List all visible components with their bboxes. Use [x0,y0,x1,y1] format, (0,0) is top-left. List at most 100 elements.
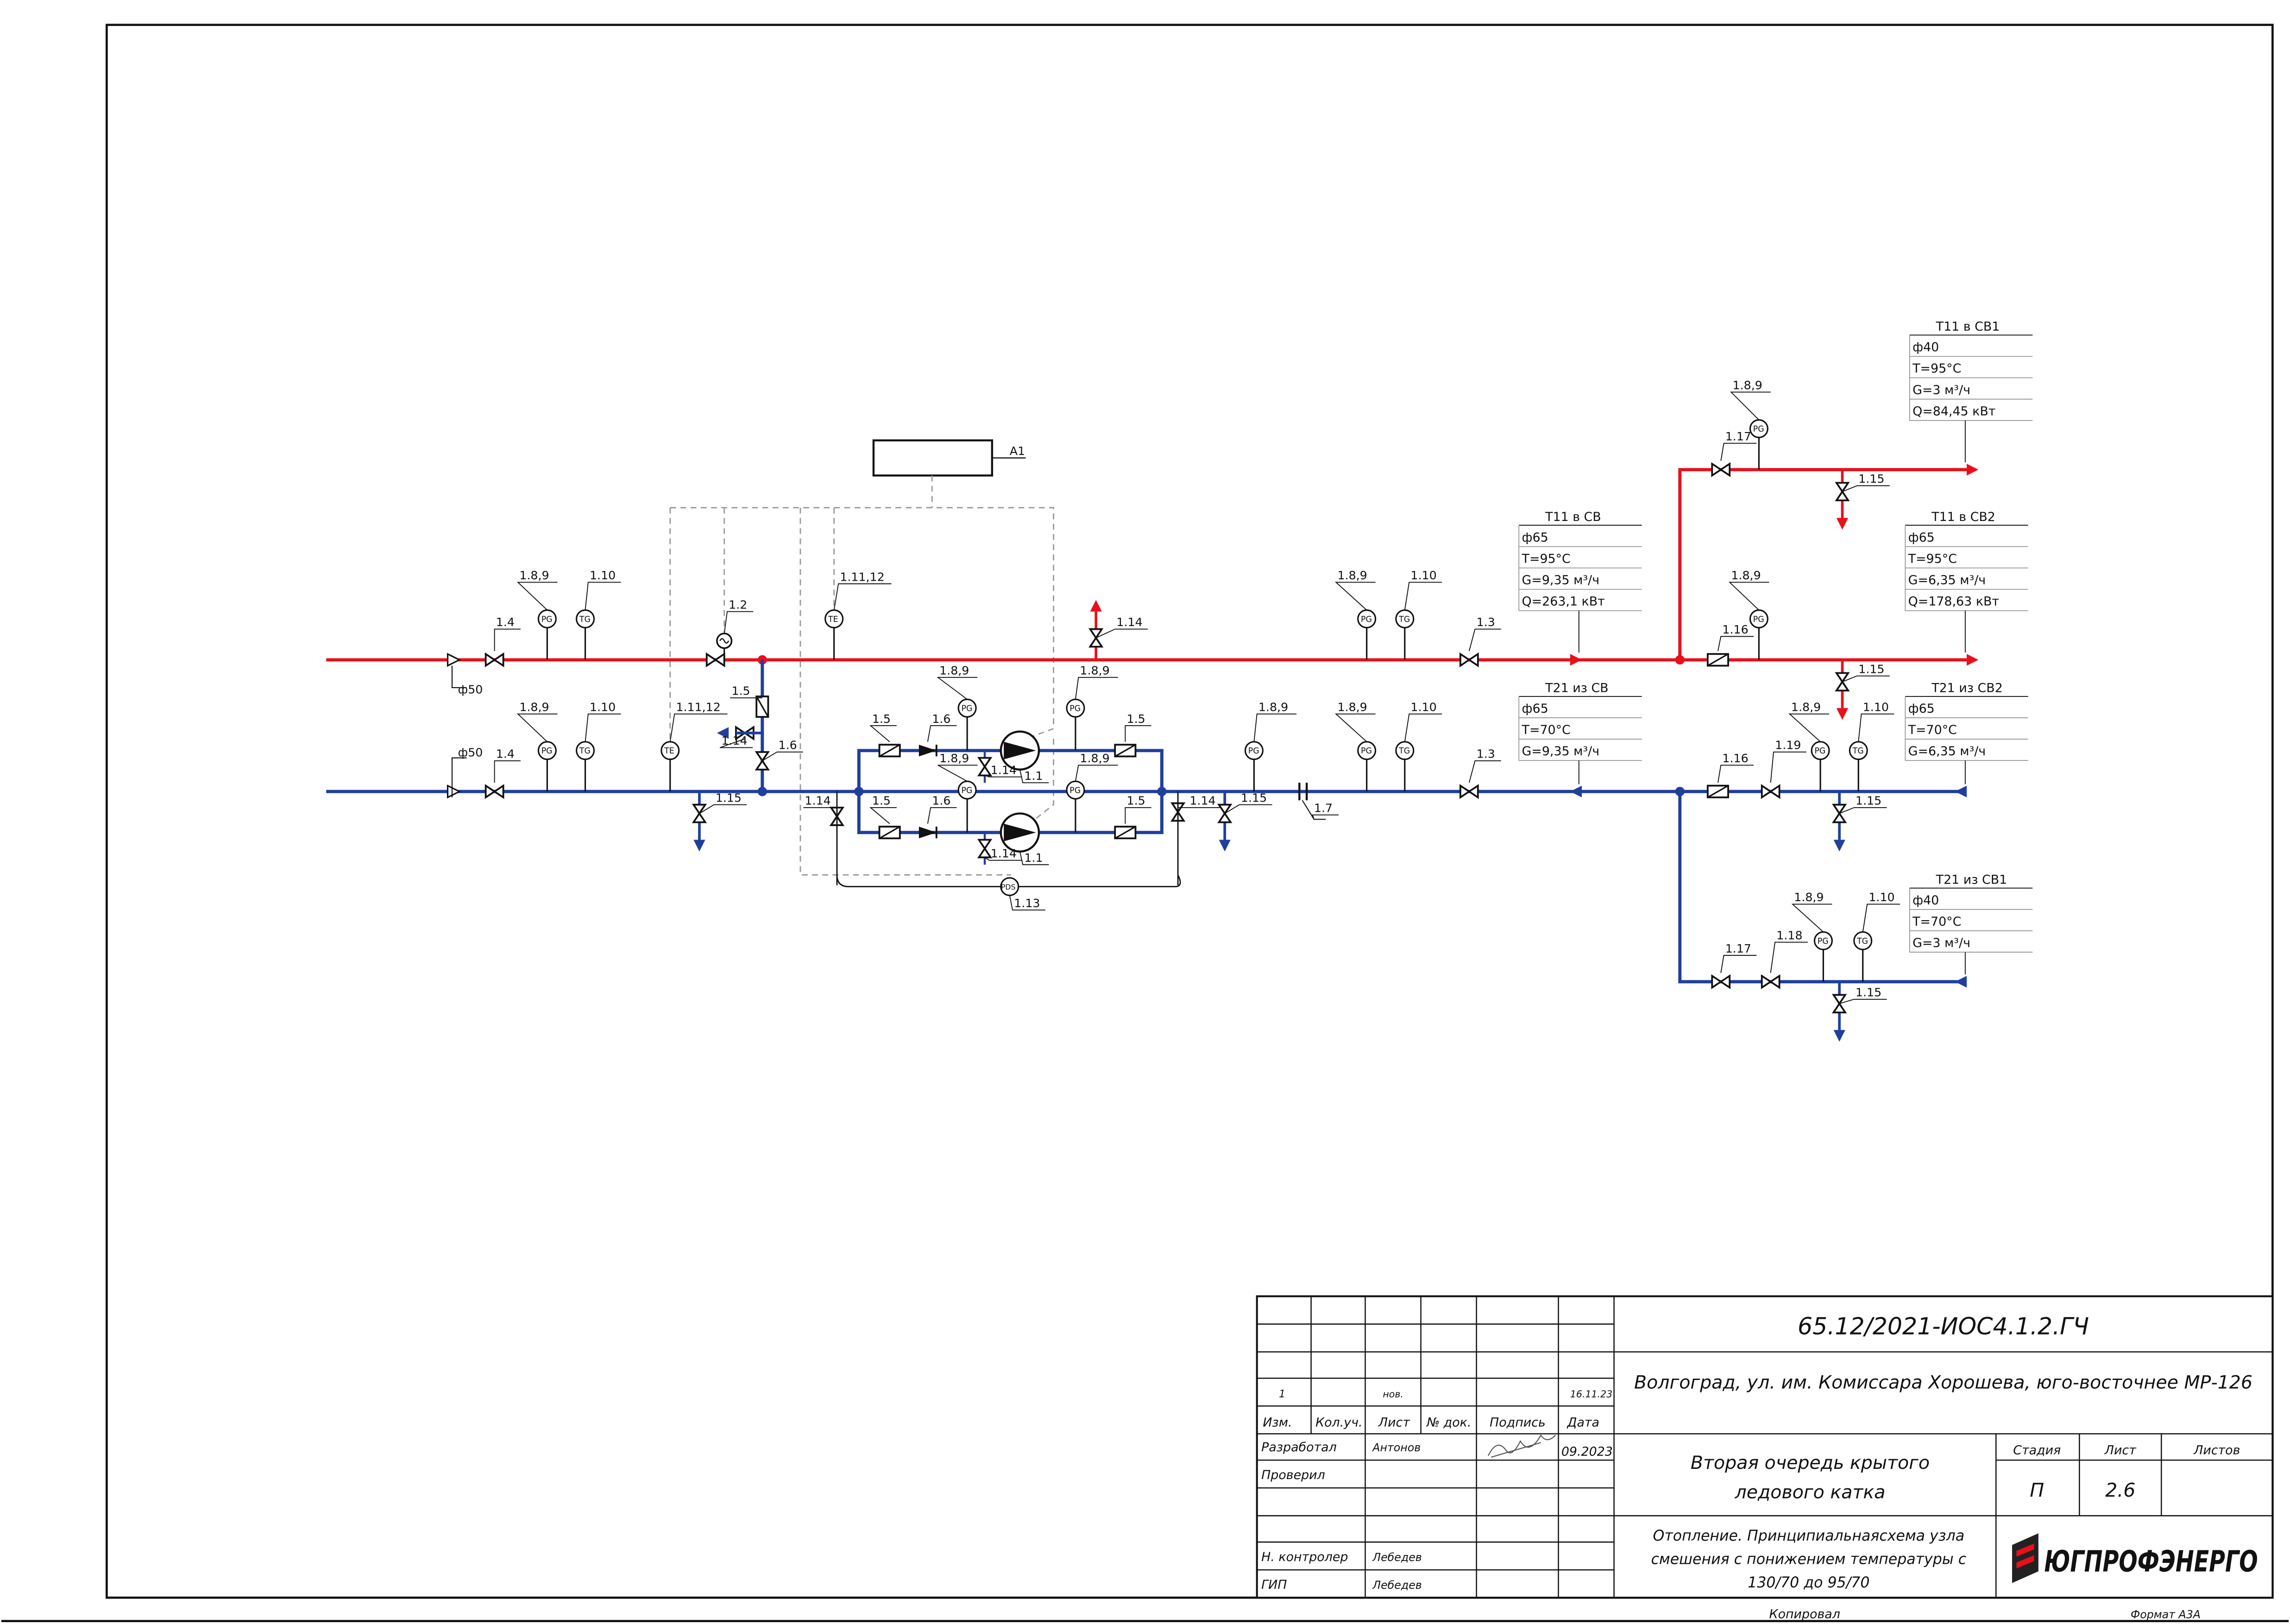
parameter-table-row: ф65 [1908,702,1935,716]
name-gip: Лебедев [1372,1579,1422,1592]
position-label: 1.10 [1410,569,1436,582]
sheet-frame [105,24,2274,1599]
pg-gauge: PG [957,698,977,751]
position-label: 1.15 [1856,794,1881,808]
position-label: 1.3 [1477,747,1495,761]
sheets-label: Листов [2193,1443,2240,1458]
position-label: 1.11,12 [676,700,720,714]
doc-code: 65.12/2021-ИОС4.1.2.ГЧ [1798,1312,2089,1340]
drain-valves [692,470,1850,1042]
supply-inlet-dn: ф50 [458,683,483,696]
svg-text:TE: TE [664,746,674,756]
parameter-table-row: T=70°C [1908,723,1957,737]
address-line-1: Волгоград, ул. им. Комиссара Хорошева, ю… [1634,1372,2252,1393]
parameter-table-title: T21 из СВ2 [1931,681,2003,695]
position-label: 1.17 [1725,430,1751,443]
te-sensor: TE [824,609,844,660]
svg-text:TG: TG [1398,746,1410,756]
header-doc: № док. [1426,1415,1471,1430]
position-label: 1.14 [1116,615,1142,629]
supply-pipe [326,468,1967,662]
pg-gauge: PG [1813,931,1833,982]
position-label: 1.8,9 [1733,378,1762,392]
parameter-table-row: ф65 [1522,530,1548,545]
svg-text:PG: PG [1248,746,1259,756]
position-label: 1.4 [496,747,515,761]
position-label: 1.8,9 [519,569,549,582]
controller-a1-label: A1 [1010,445,1025,458]
pg-gauge: PG [1749,419,1768,470]
return-inlet-dn: ф50 [458,746,483,759]
position-label: 1.7 [1314,802,1333,815]
te-sensor: TE [661,741,680,792]
position-label: 1.18 [1776,928,1802,942]
parameter-table-row: G=9,35 м³/ч [1522,573,1600,588]
parameter-table-row: ф40 [1913,893,1939,908]
position-label: 1.15 [1858,472,1884,486]
parameter-table-row: T=95°C [1912,362,1961,376]
svg-text:PG: PG [1361,615,1372,624]
pg-gauge: PG [537,609,557,660]
position-label: 1.1 [1024,769,1043,783]
svg-text:PDS: PDS [1001,883,1016,891]
position-label: 1.8,9 [1337,700,1367,714]
parameter-table-row: Q=84,45 кВт [1913,404,1995,419]
parameter-table-row: Q=178,63 кВт [1908,595,1999,609]
return-pipe [326,659,1967,984]
sheet-label: Лист [2104,1443,2137,1458]
revision-izm: 1 [1279,1388,1285,1400]
pg-gauge: PG [1066,780,1085,833]
role-developer: Разработал [1261,1440,1337,1455]
position-label: 1.14 [991,763,1017,777]
parameter-table-title: T21 из СВ1 [1936,872,2007,887]
position-label: 1.5 [731,684,750,698]
parameter-table-row: G=3 м³/ч [1913,936,1970,950]
header-sign: Подпись [1490,1415,1546,1430]
parameter-table-row: T=95°C [1908,552,1957,566]
revision-date: 16.11.23 [1570,1388,1612,1399]
tg-gauge: TG [575,741,595,792]
sheet-value: 2.6 [2105,1479,2135,1501]
parameter-table-title: T11 в СВ1 [1936,320,2000,334]
pg-gauge: PG [1357,609,1377,660]
position-label: 1.5 [1127,712,1145,726]
position-label: 1.15 [1241,791,1267,804]
position-label: 1.15 [716,791,742,804]
position-label: 1.8,9 [1731,569,1761,582]
svg-text:TG: TG [1856,937,1868,946]
position-label: 1.5 [872,712,891,726]
position-label: 1.8,9 [1794,890,1824,904]
svg-text:TG: TG [579,746,591,756]
pump-2 [1000,812,1040,853]
position-label: 1.8,9 [1080,664,1109,677]
svg-text:PG: PG [961,704,972,713]
name-developer: Антонов [1371,1441,1421,1454]
position-label: 1.6 [779,739,797,752]
position-label: 1.8,9 [1080,752,1109,765]
position-label: 1.10 [1410,700,1436,714]
project-line-2: ледового катка [1734,1481,1885,1503]
parameter-table-title: T11 в СВ2 [1931,510,1995,524]
position-label: 1.17 [1725,942,1751,955]
position-label: 1.8,9 [939,752,969,765]
svg-text:PG: PG [1753,615,1764,624]
position-label: 1.8,9 [1791,700,1821,714]
stage-value: П [2030,1479,2044,1501]
position-label: 1.11,12 [840,570,884,583]
pg-gauge: PG [1066,698,1085,751]
copied-label: Копировал [1769,1607,1840,1621]
svg-text:PG: PG [1070,704,1081,713]
position-label: 1.8,9 [1337,569,1367,582]
position-label: 1.14 [805,794,830,808]
position-label: 1.15 [1856,986,1881,999]
sheet-title-line-3: 130/70 до 95/70 [1748,1574,1869,1591]
position-label: 1.16 [1722,752,1748,765]
pg-gauge: PG [1357,741,1377,792]
parameter-table-title: T11 в СВ [1545,510,1601,524]
position-label: 1.14 [991,846,1017,860]
